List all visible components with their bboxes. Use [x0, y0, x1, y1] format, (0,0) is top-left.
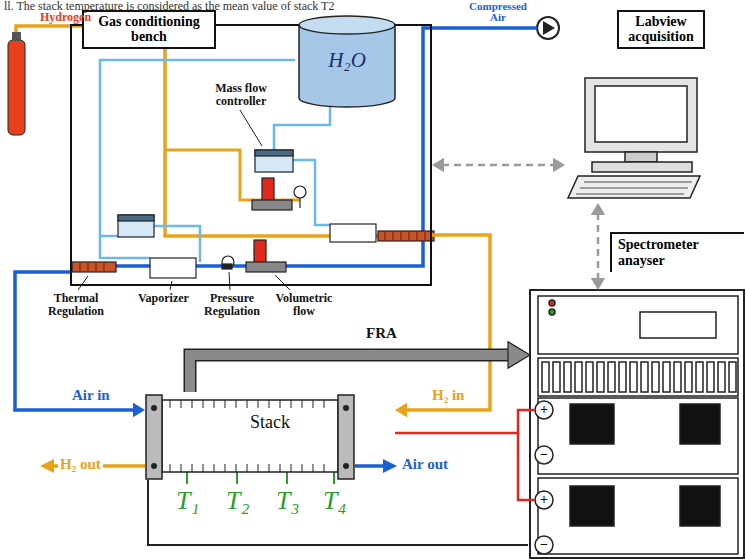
- stack-frame: [148, 480, 528, 545]
- data-link: [432, 158, 565, 172]
- hydrogen-pipe: [395, 235, 490, 417]
- water-lines: [100, 60, 330, 262]
- labview-region: Labview acquisition: [565, 8, 705, 203]
- part-label: Thermal Regulation: [38, 292, 114, 317]
- rack: [518, 290, 744, 558]
- node-text: Labview acquisition: [617, 10, 705, 49]
- part-label: Volumetric flow: [268, 292, 340, 317]
- edge-label: H₂ in: [432, 388, 464, 404]
- node-text: Spectrometer anayser: [610, 232, 744, 272]
- node-text: Gas conditioning bench: [82, 10, 216, 49]
- fuel-cell-stack: Stack: [145, 392, 395, 480]
- flow-label: H₂ out: [58, 457, 103, 473]
- part-label: Mass flow controller: [198, 82, 284, 107]
- gas-name: Compressed Air: [466, 1, 530, 23]
- terminal-sign: −: [537, 537, 551, 553]
- terminal-sign: +: [537, 492, 551, 508]
- gas-name: Hydrogen: [40, 11, 91, 24]
- leader-lines: [78, 110, 290, 290]
- bench-components: [72, 150, 434, 278]
- node-text: Stack: [145, 412, 395, 433]
- terminal-sign: −: [537, 447, 551, 463]
- sensor-label: T₄: [323, 487, 347, 514]
- power-wire: [395, 410, 530, 433]
- sensor-label: T₁: [176, 487, 200, 514]
- terminal-sign: +: [537, 402, 551, 418]
- part-label: Pressure Regulation: [198, 292, 266, 317]
- flow-label: Air out: [402, 457, 448, 473]
- computer-icon: [568, 78, 700, 198]
- edge-label: FRA: [366, 326, 397, 342]
- data-link: [591, 203, 605, 290]
- air-pipe: [15, 272, 145, 417]
- compressed-air-line: [115, 17, 559, 266]
- rack-slots: [542, 362, 736, 392]
- edge-label: Air in: [72, 388, 110, 404]
- stack-outline: [145, 392, 355, 480]
- node-text: H₂O: [297, 48, 397, 73]
- fra-cable: [190, 342, 530, 392]
- part-label: Vaporizer: [138, 292, 189, 305]
- sensor-label: T₃: [276, 487, 300, 514]
- sensor-label: T₂: [226, 487, 250, 514]
- water-tank: H₂O: [297, 14, 397, 110]
- bench-region: Gas conditioning benchH₂O: [70, 24, 432, 286]
- spectrometer-rack: Spectrometer anayser: [530, 290, 744, 558]
